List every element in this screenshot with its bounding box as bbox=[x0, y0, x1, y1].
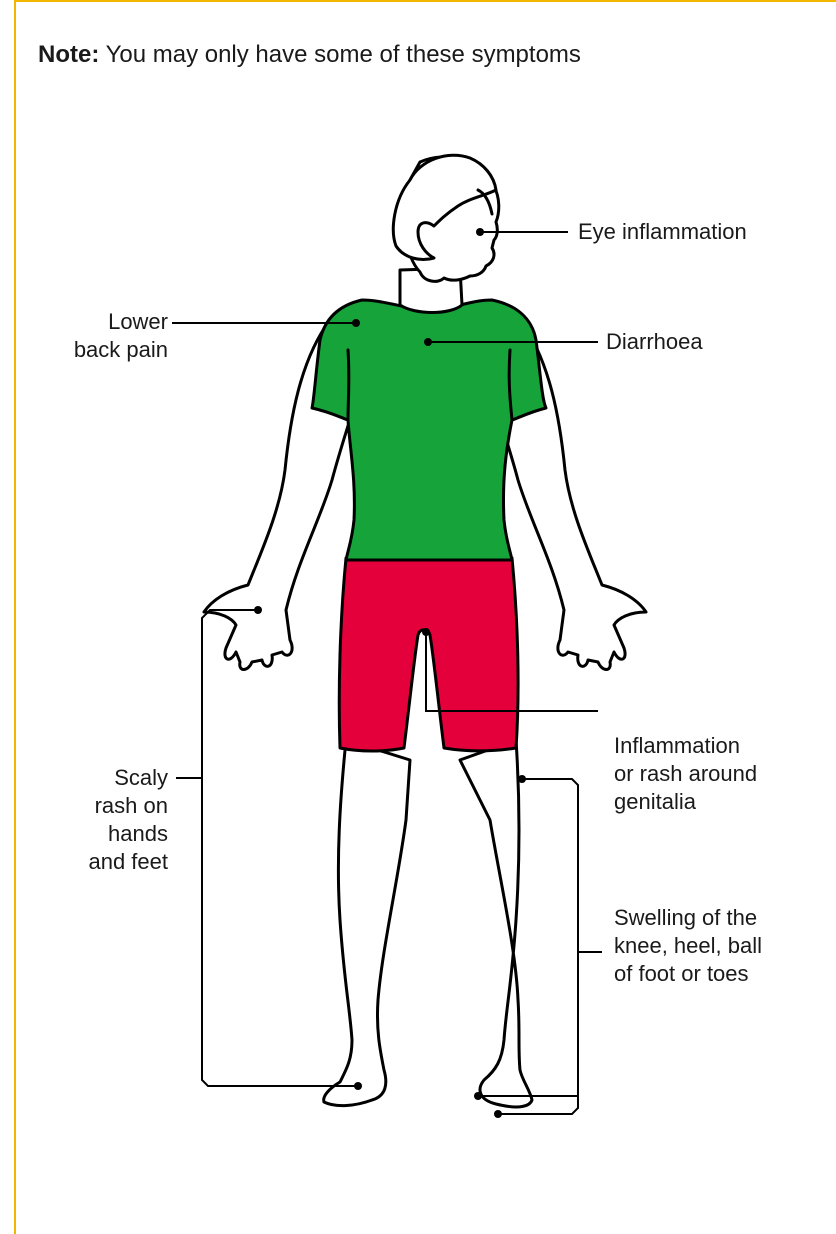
label-eye-inflammation: Eye inflammation bbox=[578, 218, 747, 246]
label-line: or rash around bbox=[614, 760, 757, 788]
label-line: Diarrhoea bbox=[606, 328, 703, 356]
left-leg bbox=[324, 740, 410, 1106]
label-line: rash on bbox=[60, 792, 168, 820]
label-line: knee, heel, ball bbox=[614, 932, 762, 960]
label-line: and feet bbox=[60, 848, 168, 876]
label-swelling: Swelling of the knee, heel, ball of foot… bbox=[614, 904, 762, 988]
label-scaly-rash: Scaly rash on hands and feet bbox=[60, 764, 168, 876]
label-line: Eye inflammation bbox=[578, 218, 747, 246]
shorts bbox=[339, 558, 518, 751]
label-diarrhoea: Diarrhoea bbox=[606, 328, 703, 356]
label-line: Lower bbox=[40, 308, 168, 336]
label-line: Scaly bbox=[60, 764, 168, 792]
label-line: Swelling of the bbox=[614, 904, 762, 932]
label-line: back pain bbox=[40, 336, 168, 364]
label-line: Inflammation bbox=[614, 732, 757, 760]
label-line: hands bbox=[60, 820, 168, 848]
label-line: of foot or toes bbox=[614, 960, 762, 988]
label-lower-back-pain: Lower back pain bbox=[40, 308, 168, 364]
label-genital-inflammation: Inflammation or rash around genitalia bbox=[614, 732, 757, 816]
right-leg bbox=[460, 740, 532, 1107]
label-line: genitalia bbox=[614, 788, 757, 816]
